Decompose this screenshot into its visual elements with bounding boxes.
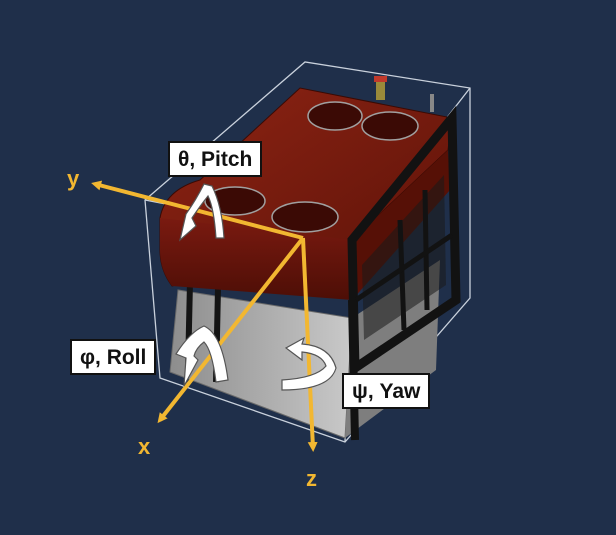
y-axis-arrow [91, 180, 304, 240]
side-frame [347, 105, 461, 441]
pitch-rotation-arrow [178, 183, 225, 242]
roll-rotation-arrow [175, 325, 229, 387]
x-axis-label: x [138, 434, 151, 459]
sensor-mast [374, 76, 434, 112]
axes [91, 180, 318, 452]
z-axis-arrow [301, 237, 318, 452]
z-axis-label: z [306, 466, 317, 491]
yaw-rotation-arrow [281, 336, 337, 391]
yaw-label: ψ, Yaw [342, 373, 431, 409]
y-axis-label: y [67, 166, 80, 191]
x-axis-arrow [157, 236, 305, 424]
pitch-label: θ, Pitch [168, 141, 263, 177]
roll-label: φ, Roll [70, 339, 157, 375]
